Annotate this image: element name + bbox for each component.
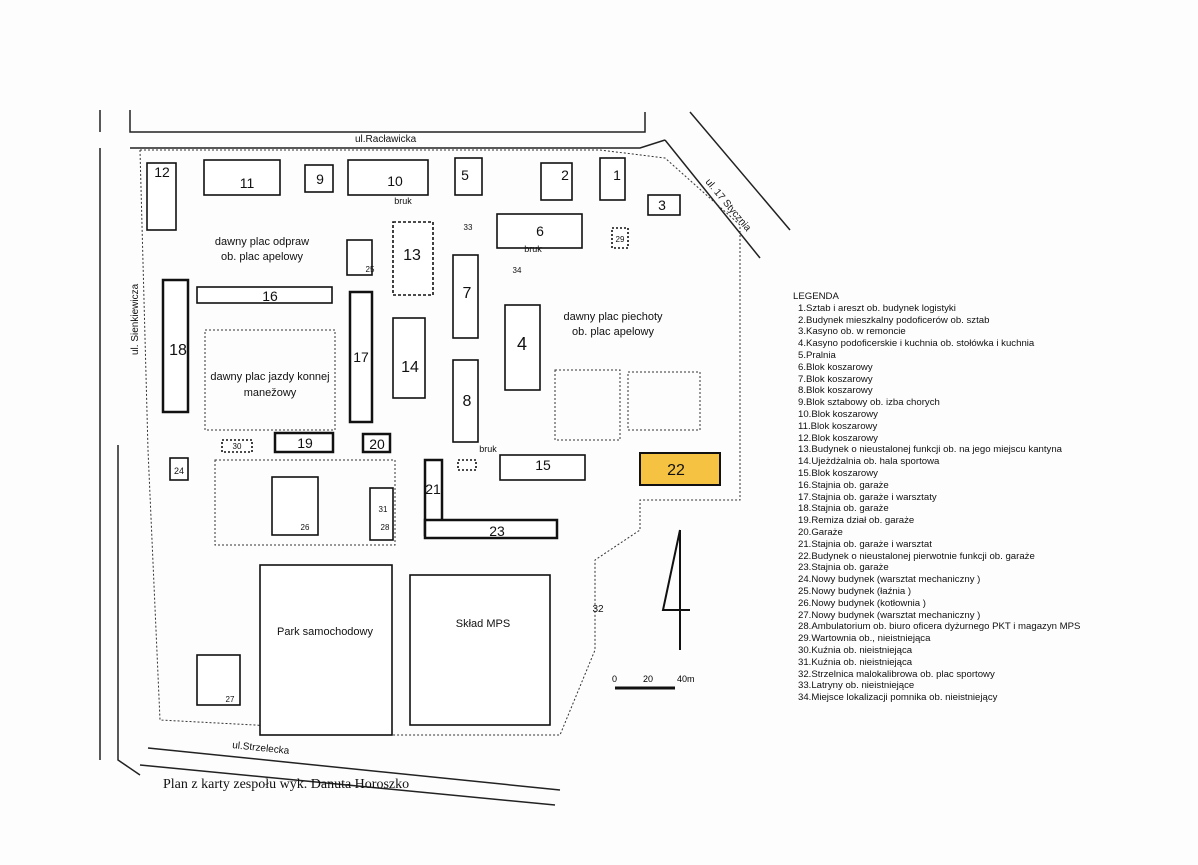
legend-item: 29.Wartownia ob., nieistniejąca xyxy=(798,633,931,645)
legend-item: 6.Blok koszarowy xyxy=(798,361,873,373)
building-22: 22 xyxy=(667,462,685,479)
building-21: 21 xyxy=(425,481,441,497)
legend-item: 20.Garaże xyxy=(798,526,843,538)
legend-item: 31.Kuźnia ob. nieistniejąca xyxy=(798,656,913,668)
legend-item: 24.Nowy budynek (warsztat mechaniczny ) xyxy=(798,574,981,586)
legend-item: 9.Blok sztabowy ob. izba chorych xyxy=(798,397,940,409)
building-12: 12 xyxy=(154,164,170,180)
legend-item: 22.Budynek o nieustalonej pierwotnie fun… xyxy=(798,550,1035,562)
legend-item: 4.Kasyno podoficerskie i kuchnia ob. sto… xyxy=(798,338,1035,350)
building-30: 30 xyxy=(233,442,242,451)
area-label: dawny plac odpraw xyxy=(215,236,309,248)
building-28: 28 xyxy=(381,523,390,532)
legend-item: 23.Stajnia ob. garaże xyxy=(798,562,889,574)
street-lines xyxy=(99,110,791,806)
building-31: 31 xyxy=(379,505,388,514)
legend-item: 30.Kuźnia ob. nieistniejąca xyxy=(798,644,913,656)
building-34: 34 xyxy=(513,266,522,275)
legend-item: 14.Ujeżdżalnia ob. hala sportowa xyxy=(798,456,940,468)
caption: Plan z karty zespołu wyk. Danuta Horoszk… xyxy=(163,777,410,792)
north-arrow-icon xyxy=(661,529,690,650)
bruk-label: bruk xyxy=(394,196,412,206)
building-4: 4 xyxy=(517,334,527,354)
scale-label: 40m xyxy=(677,674,695,684)
building-18: 18 xyxy=(169,342,187,359)
legend-item: 18.Stajnia ob. garaże xyxy=(798,503,889,515)
legend-item: 11.Blok koszarowy xyxy=(798,420,878,432)
legend-item: 10.Blok koszarowy xyxy=(798,408,878,420)
building-25: 25 xyxy=(366,265,375,274)
legend-item: 32.Strzelnica malokalibrowa ob. plac spo… xyxy=(798,668,995,680)
legend-item: 28.Ambulatorium ob. biuro oficera dyżurn… xyxy=(798,621,1081,633)
legend-item: 15.Blok koszarowy xyxy=(798,467,878,479)
legend-item: 26.Nowy budynek (kotłownia ) xyxy=(798,597,926,609)
building-33: 33 xyxy=(464,223,473,232)
street-label: ul.Strzelecka xyxy=(232,740,291,757)
legend-item: 21.Stajnia ob. garaże i warsztat xyxy=(798,538,932,550)
legend-item: 7.Blok koszarowy xyxy=(798,373,873,385)
building-7: 7 xyxy=(463,285,472,302)
building-5: 5 xyxy=(461,167,469,183)
buildings xyxy=(146,157,721,736)
building-6: 6 xyxy=(536,223,544,239)
building-10: 10 xyxy=(387,173,403,189)
building-14: 14 xyxy=(401,359,419,376)
area-label: dawny plac piechoty xyxy=(563,311,663,323)
building-16: 16 xyxy=(262,288,278,304)
street-label: ul. Sienkiewicza xyxy=(130,283,141,355)
area-labels: dawny plac odpraw ob. plac apelowy dawny… xyxy=(210,196,663,638)
legend-item: 27.Nowy budynek (warsztat mechaniczny ) xyxy=(798,609,981,621)
area-label: dawny plac jazdy konnej xyxy=(210,371,329,383)
legend-item: 19.Remiza dział ob. garaże xyxy=(798,515,915,527)
legend-title: LEGENDA xyxy=(793,291,839,302)
legend-item: 25.Nowy budynek (łaźnia ) xyxy=(798,585,912,597)
legend-item: 8.Blok koszarowy xyxy=(798,385,873,397)
area-label: Skład MPS xyxy=(456,618,510,630)
site-boundary xyxy=(139,149,741,736)
building-19: 19 xyxy=(297,435,313,451)
building-24: 24 xyxy=(174,466,184,476)
legend-item: 1.Sztab i areszt ob. budynek logistyki xyxy=(798,302,956,314)
building-3: 3 xyxy=(658,197,666,213)
building-26: 26 xyxy=(301,523,310,532)
building-27: 27 xyxy=(226,695,235,704)
scale-label: 20 xyxy=(643,674,653,684)
building-numbers: 1 2 3 4 5 6 7 8 9 10 11 12 13 14 15 16 1… xyxy=(154,164,685,704)
building-17: 17 xyxy=(353,349,369,365)
area-label: Park samochodowy xyxy=(277,626,373,638)
street-label: ul. 17 Stycznia xyxy=(703,177,754,234)
building-23: 23 xyxy=(489,523,505,539)
legend: LEGENDA 1.Sztab i areszt ob. budynek log… xyxy=(793,291,1080,704)
legend-item: 16.Stajnia ob. garaże xyxy=(798,479,889,491)
legend-item: 17.Stajnia ob. garaże i warsztaty xyxy=(798,491,937,503)
building-32: 32 xyxy=(592,604,604,615)
building-9: 9 xyxy=(316,171,324,187)
building-13: 13 xyxy=(403,247,421,264)
building-20: 20 xyxy=(369,436,385,452)
scale-bar: 0 20 40m xyxy=(612,674,695,690)
building-2: 2 xyxy=(561,167,569,183)
bruk-label: bruk xyxy=(479,444,497,454)
legend-item: 34.Miejsce lokalizacji pomnika ob. nieis… xyxy=(798,692,998,704)
area-label: manežowy xyxy=(244,387,297,399)
scale-label: 0 xyxy=(612,674,617,684)
legend-item: 33.Latryny ob. nieistniejące xyxy=(798,680,915,692)
building-15: 15 xyxy=(535,457,551,473)
bruk-label: bruk xyxy=(524,244,542,254)
area-label: ob. plac apelowy xyxy=(572,326,654,338)
area-label: ob. plac apelowy xyxy=(221,251,303,263)
street-label: ul.Racławicka xyxy=(355,134,417,145)
legend-item: 13.Budynek o nieustalonej funkcji ob. na… xyxy=(798,444,1062,456)
legend-item: 12.Blok koszarowy xyxy=(798,432,878,444)
legend-item: 3.Kasyno ob. w remoncie xyxy=(798,326,906,338)
building-29: 29 xyxy=(616,235,625,244)
building-8: 8 xyxy=(463,393,472,410)
legend-item: 2.Budynek mieszkalny podoficerów ob. szt… xyxy=(798,314,990,326)
building-1: 1 xyxy=(613,167,621,183)
legend-item: 5.Pralnia xyxy=(798,349,836,361)
building-11: 11 xyxy=(240,175,255,191)
